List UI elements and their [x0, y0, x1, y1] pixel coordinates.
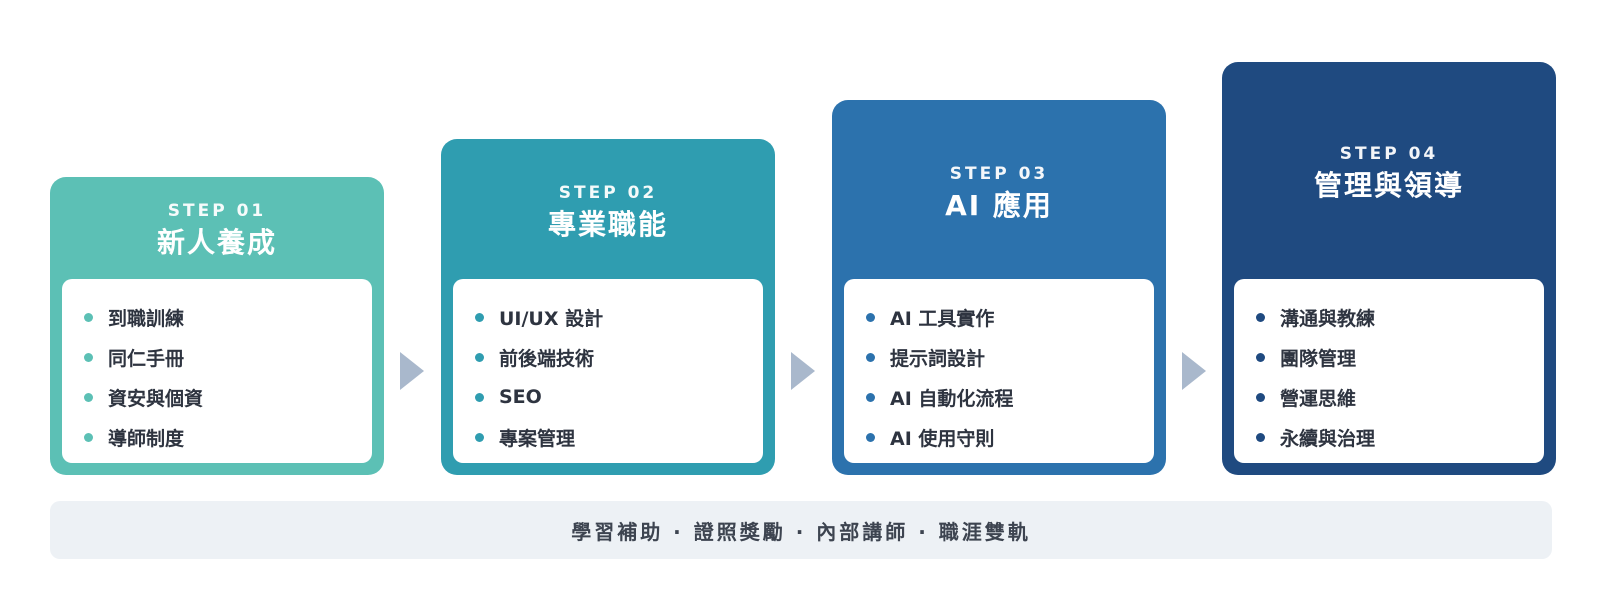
list-item-label: 導師制度 — [108, 427, 185, 450]
bullet-dot — [1256, 312, 1265, 322]
step-header-04: STEP 04 管理與領導 — [1222, 144, 1556, 204]
bullet-dot — [475, 312, 484, 322]
list-item-label: AI 工具實作 — [890, 307, 995, 330]
list-item: UI/UX 設計 — [475, 297, 763, 337]
list-item-label: 營運思維 — [1280, 387, 1357, 410]
list-item-label: 前後端技術 — [499, 347, 595, 370]
list-item: 專案管理 — [475, 417, 763, 457]
list-item: AI 工具實作 — [866, 297, 1154, 337]
list-item-label: 提示詞設計 — [890, 347, 986, 370]
step-label: STEP 03 — [949, 164, 1049, 184]
step-card-03: STEP 03 AI 應用 AI 工具實作 提示詞設計 AI 自動化流程 AI … — [832, 100, 1166, 475]
bullet-dot — [475, 352, 484, 362]
step-label: STEP 01 — [167, 201, 267, 221]
list-item-label: SEO — [499, 386, 542, 408]
list-item: AI 使用守則 — [866, 417, 1154, 457]
list-item-label: 到職訓練 — [108, 307, 185, 330]
list-item-label: UI/UX 設計 — [499, 307, 604, 330]
list-item: SEO — [475, 377, 763, 417]
step-items-list: UI/UX 設計 前後端技術 SEO 專案管理 — [475, 297, 763, 457]
step-title: 管理與領導 — [1313, 169, 1464, 202]
support-banner: 學習補助 · 證照獎勵 · 內部講師 · 職涯雙軌 — [50, 501, 1552, 559]
list-item-label: 專案管理 — [499, 427, 576, 450]
list-item-label: 溝通與教練 — [1280, 307, 1376, 330]
list-item-label: 同仁手冊 — [108, 347, 185, 370]
step-header-02: STEP 02 專業職能 — [441, 183, 775, 243]
arrow-right-icon — [400, 352, 424, 390]
list-item: 同仁手冊 — [84, 337, 372, 377]
support-banner-text: 學習補助 · 證照獎勵 · 內部講師 · 職涯雙軌 — [571, 519, 1031, 544]
list-item: 到職訓練 — [84, 297, 372, 337]
bullet-dot — [84, 352, 93, 362]
bullet-dot — [866, 352, 875, 362]
bullet-dot — [1256, 392, 1265, 402]
step-title: 專業職能 — [547, 208, 668, 241]
step-label: STEP 02 — [558, 183, 658, 203]
step-title: AI 應用 — [945, 189, 1053, 222]
list-item: 前後端技術 — [475, 337, 763, 377]
step-title: 新人養成 — [156, 226, 277, 259]
step-header-03: STEP 03 AI 應用 — [832, 164, 1166, 224]
bullet-dot — [866, 312, 875, 322]
step-header-01: STEP 01 新人養成 — [50, 201, 384, 261]
bullet-dot — [84, 392, 93, 402]
step-label: STEP 04 — [1339, 144, 1439, 164]
step-card-04: STEP 04 管理與領導 溝通與教練 團隊管理 營運思維 永續與治理 — [1222, 62, 1556, 475]
step-items-list: 到職訓練 同仁手冊 資安與個資 導師制度 — [84, 297, 372, 457]
step-items-box: 到職訓練 同仁手冊 資安與個資 導師制度 — [62, 279, 372, 463]
step-items-box: UI/UX 設計 前後端技術 SEO 專案管理 — [453, 279, 763, 463]
list-item: 溝通與教練 — [1256, 297, 1544, 337]
list-item: 營運思維 — [1256, 377, 1544, 417]
list-item: 導師制度 — [84, 417, 372, 457]
list-item: 資安與個資 — [84, 377, 372, 417]
step-card-02: STEP 02 專業職能 UI/UX 設計 前後端技術 SEO 專案管理 — [441, 139, 775, 475]
bullet-dot — [84, 312, 93, 322]
bullet-dot — [1256, 432, 1265, 442]
list-item: 提示詞設計 — [866, 337, 1154, 377]
list-item-label: 永續與治理 — [1280, 427, 1376, 450]
step-items-list: AI 工具實作 提示詞設計 AI 自動化流程 AI 使用守則 — [866, 297, 1154, 457]
list-item-label: AI 使用守則 — [890, 427, 995, 450]
list-item-label: AI 自動化流程 — [890, 387, 1014, 410]
list-item: AI 自動化流程 — [866, 377, 1154, 417]
bullet-dot — [475, 392, 484, 402]
arrow-right-icon — [791, 352, 815, 390]
bullet-dot — [866, 432, 875, 442]
step-items-box: 溝通與教練 團隊管理 營運思維 永續與治理 — [1234, 279, 1544, 463]
arrow-right-icon — [1182, 352, 1206, 390]
step-items-list: 溝通與教練 團隊管理 營運思維 永續與治理 — [1256, 297, 1544, 457]
list-item: 團隊管理 — [1256, 337, 1544, 377]
step-items-box: AI 工具實作 提示詞設計 AI 自動化流程 AI 使用守則 — [844, 279, 1154, 463]
step-card-01: STEP 01 新人養成 到職訓練 同仁手冊 資安與個資 導師制度 — [50, 177, 384, 475]
bullet-dot — [866, 392, 875, 402]
bullet-dot — [1256, 352, 1265, 362]
list-item: 永續與治理 — [1256, 417, 1544, 457]
list-item-label: 團隊管理 — [1280, 347, 1357, 370]
bullet-dot — [84, 432, 93, 442]
bullet-dot — [475, 432, 484, 442]
list-item-label: 資安與個資 — [108, 387, 204, 410]
